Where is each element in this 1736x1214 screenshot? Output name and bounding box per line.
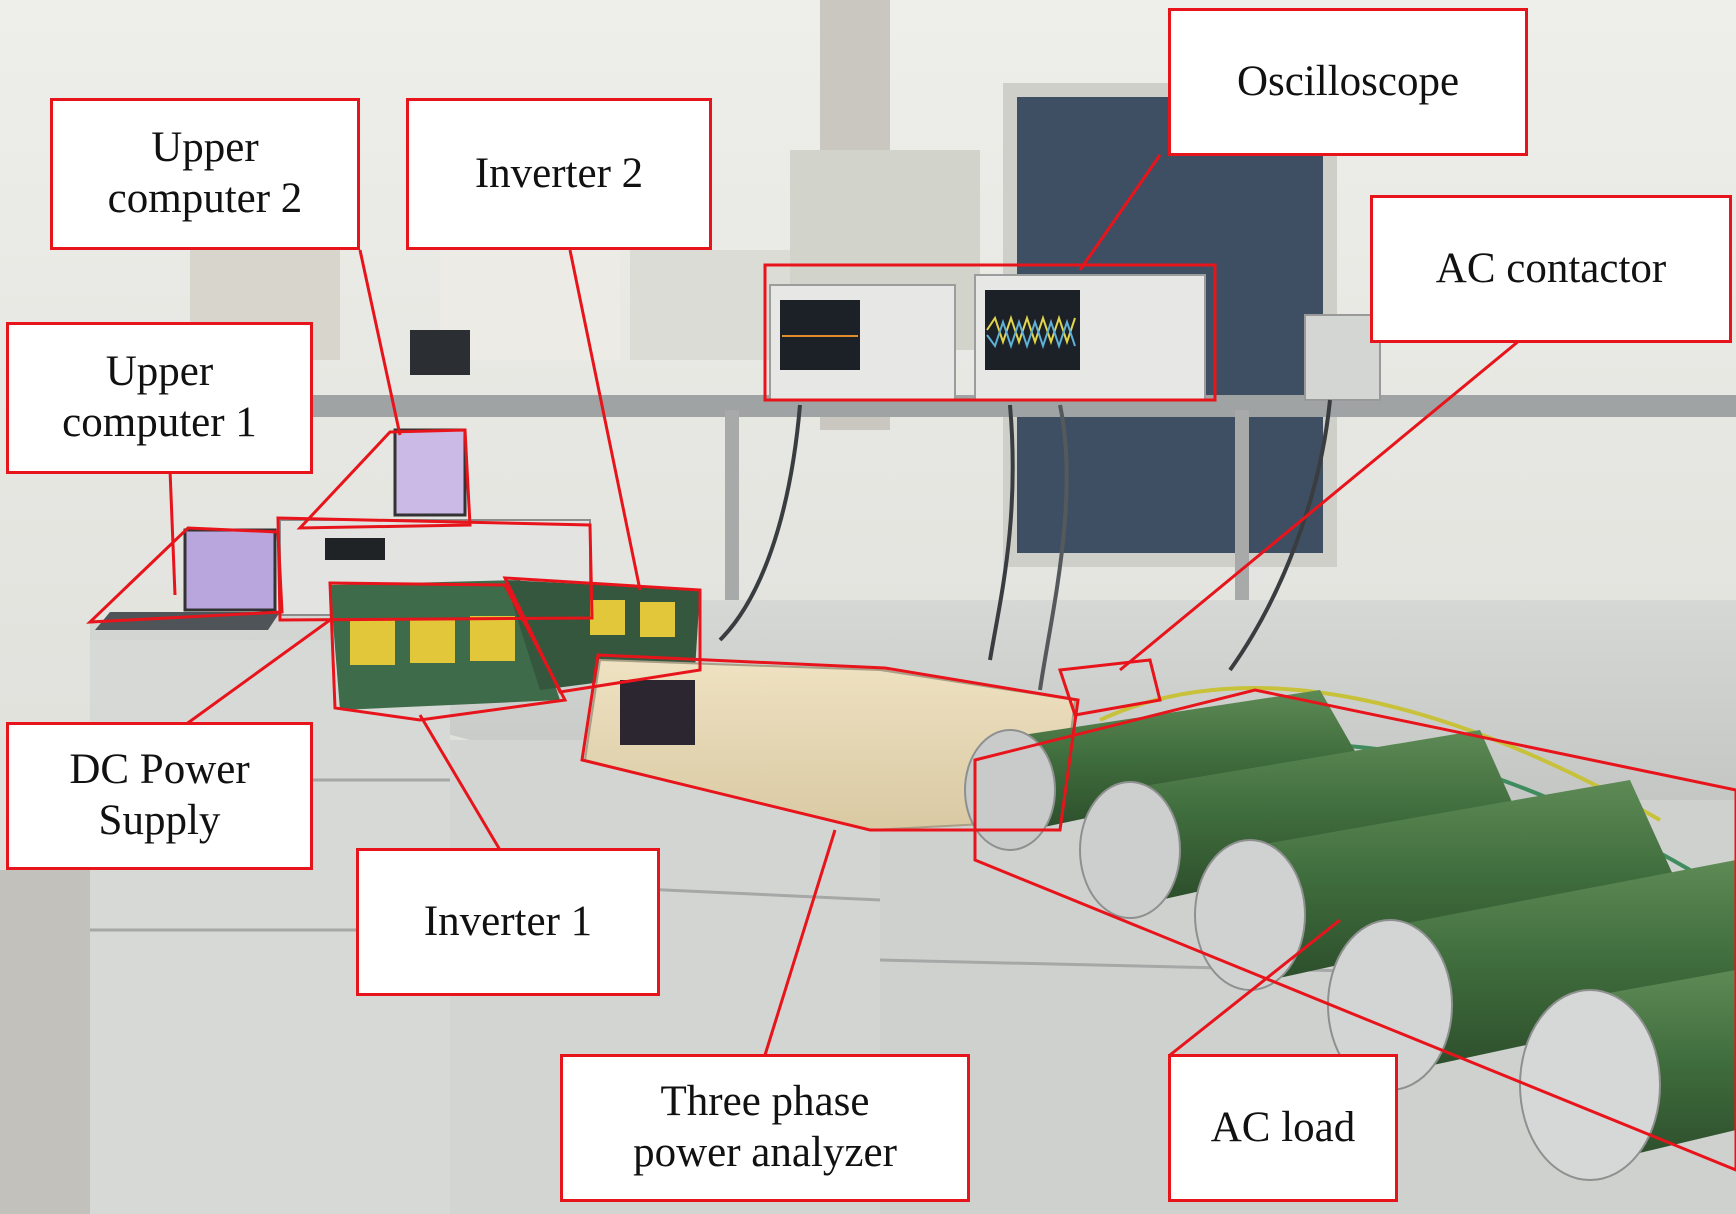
- leader-oscilloscope: [1078, 154, 1162, 271]
- laptop-1-base: [95, 612, 280, 630]
- inductor: [350, 620, 395, 665]
- leader-dc-power-supply: [184, 618, 331, 727]
- outline-upper-computer-1: [86, 526, 284, 624]
- highlight-outlines: [86, 263, 1736, 1172]
- leader-ac-load: [1169, 918, 1341, 1057]
- cable: [988, 404, 1015, 661]
- label-upper-computer-2: Upper computer 2: [50, 98, 360, 250]
- leader-upper-computer-2: [358, 249, 402, 436]
- back-monitor: [410, 330, 470, 375]
- label-three-phase-power-analyzer: Three phase power analyzer: [560, 1054, 970, 1202]
- resistor-end-cap: [1194, 839, 1306, 991]
- power-analyzer-screen: [620, 680, 695, 745]
- leader-ac-contactor: [1119, 338, 1521, 672]
- resistor-end-cap: [1519, 989, 1661, 1181]
- label-oscilloscope: Oscilloscope: [1168, 8, 1528, 156]
- leader-upper-computer-1: [168, 469, 177, 596]
- leader-lines: [168, 154, 1521, 1057]
- resistor-drum: [1230, 780, 1680, 980]
- outline-upper-computer-2: [296, 428, 472, 530]
- outline-oscilloscope: [763, 263, 1217, 402]
- outline-ac-load: [973, 688, 1736, 1172]
- outline-ac-contactor: [1057, 658, 1162, 717]
- resistor-end-cap: [1079, 781, 1181, 919]
- laptop-1-screen: [183, 528, 277, 612]
- label-inverter-2: Inverter 2: [406, 98, 712, 250]
- dc-power-supply-display: [325, 538, 385, 560]
- laptop-2-screen: [393, 428, 467, 517]
- label-upper-computer-1: Upper computer 1: [6, 322, 313, 474]
- inductor: [410, 618, 455, 663]
- outline-inverter-2: [502, 576, 702, 694]
- leader-inverter-2: [568, 249, 642, 591]
- inductor: [590, 600, 625, 635]
- resistor-drum: [990, 690, 1360, 830]
- ac-contactor-box: [1304, 314, 1381, 401]
- label-dc-power-supply: DC Power Supply: [6, 722, 313, 870]
- cable: [1038, 404, 1069, 691]
- back-equipment: [630, 250, 790, 360]
- floor: [0, 870, 90, 1214]
- outline-inverter-1: [328, 581, 568, 722]
- inductor: [640, 602, 675, 637]
- oscilloscope-2-trace: [986, 314, 1076, 346]
- inductor: [470, 616, 515, 661]
- leader-inverter-1: [418, 714, 502, 851]
- shelf-post: [1235, 410, 1249, 660]
- cable: [718, 404, 802, 642]
- oscilloscope-2-trace-2: [986, 318, 1076, 350]
- leader-power-analyzer: [763, 829, 837, 1056]
- label-ac-contactor: AC contactor: [1370, 195, 1732, 343]
- resistor-end-cap: [964, 729, 1056, 851]
- ac-load-resistors: [964, 690, 1736, 1181]
- cable: [1099, 686, 1661, 822]
- cable: [1228, 399, 1332, 672]
- outline-power-analyzer: [580, 653, 1080, 832]
- label-ac-load: AC load: [1168, 1054, 1398, 1202]
- outline-dc-power-supply: [276, 516, 594, 622]
- label-inverter-1: Inverter 1: [356, 848, 660, 996]
